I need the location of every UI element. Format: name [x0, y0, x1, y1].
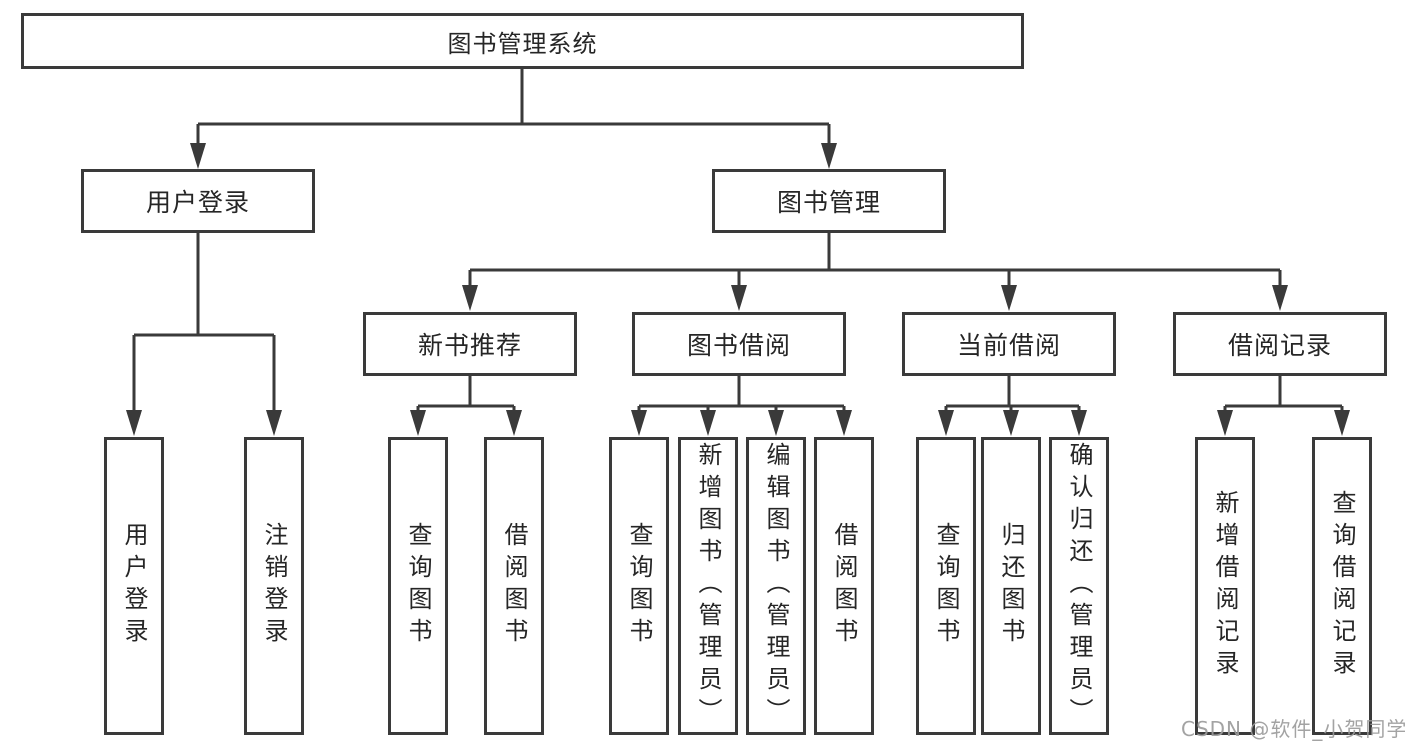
- leaf-label: 新增借阅记录: [1211, 490, 1239, 682]
- connector-root-to-level1: [190, 68, 837, 169]
- node-book-management: 图书管理: [712, 169, 946, 233]
- node-user-login: 用户登录: [81, 169, 315, 233]
- leaf-borrow-books: 借阅图书: [484, 437, 544, 735]
- leaf-label: 归还图书: [997, 522, 1025, 650]
- arrow-down-icon: [700, 410, 716, 436]
- leaf-borrow-books: 借阅图书: [814, 437, 874, 735]
- arrow-down-icon: [731, 285, 747, 311]
- leaf-query-borrow-record: 查询借阅记录: [1312, 437, 1372, 735]
- node-new-book-recommend: 新书推荐: [363, 312, 577, 376]
- arrow-down-icon: [821, 143, 837, 169]
- arrow-down-icon: [462, 285, 478, 311]
- node-label: 借阅记录: [1227, 331, 1332, 360]
- arrow-down-icon: [1071, 410, 1087, 436]
- leaf-add-books-admin: 新增图书（管理员）: [678, 437, 738, 735]
- arrow-down-icon: [938, 410, 954, 436]
- leaf-label: 确认归还（管理员）: [1065, 442, 1093, 730]
- arrow-down-icon: [836, 410, 852, 436]
- leaf-label: 注销登录: [260, 522, 288, 650]
- connector-book-management-to-level2: [462, 231, 1288, 311]
- arrow-down-icon: [410, 410, 426, 436]
- node-label: 图书管理系统: [447, 29, 598, 58]
- node-book-borrow: 图书借阅: [632, 312, 846, 376]
- arrow-down-icon: [1217, 410, 1233, 436]
- leaf-add-borrow-record: 新增借阅记录: [1195, 437, 1255, 735]
- leaf-label: 查询图书: [932, 522, 960, 650]
- arrow-down-icon: [1001, 285, 1017, 311]
- leaf-label: 用户登录: [120, 522, 148, 650]
- arrow-down-icon: [1272, 285, 1288, 311]
- leaf-label: 借阅图书: [830, 522, 858, 650]
- node-label: 当前借阅: [956, 331, 1061, 360]
- leaf-query-books: 查询图书: [916, 437, 976, 735]
- node-borrow-records: 借阅记录: [1173, 312, 1387, 376]
- leaf-edit-books-admin: 编辑图书（管理员）: [746, 437, 806, 735]
- arrow-down-icon: [266, 410, 282, 436]
- arrow-down-icon: [126, 410, 142, 436]
- node-label: 图书管理: [776, 188, 881, 217]
- leaf-label: 查询图书: [404, 522, 432, 650]
- arrow-down-icon: [506, 410, 522, 436]
- leaf-query-books: 查询图书: [609, 437, 669, 735]
- connector-borrow-records-children: [1217, 374, 1350, 436]
- leaf-logout: 注销登录: [244, 437, 304, 735]
- arrow-down-icon: [190, 143, 206, 169]
- arrow-down-icon: [1334, 410, 1350, 436]
- leaf-label: 借阅图书: [500, 522, 528, 650]
- leaf-label: 查询图书: [625, 522, 653, 650]
- leaf-label: 新增图书（管理员）: [694, 442, 722, 730]
- leaf-label: 查询借阅记录: [1328, 490, 1356, 682]
- csdn-watermark: CSDN @软件_小贺同学: [1181, 717, 1405, 741]
- node-library-management-system: 图书管理系统: [21, 13, 1024, 69]
- arrow-down-icon: [1003, 410, 1019, 436]
- leaf-return-books: 归还图书: [981, 437, 1041, 735]
- leaf-confirm-return-admin: 确认归还（管理员）: [1049, 437, 1109, 735]
- arrow-down-icon: [631, 410, 647, 436]
- connector-book-borrow-children: [631, 374, 852, 436]
- connector-new-book-children: [410, 374, 522, 436]
- connector-user-login-children: [126, 231, 282, 436]
- leaf-label: 编辑图书（管理员）: [762, 442, 790, 730]
- node-current-borrow: 当前借阅: [902, 312, 1116, 376]
- node-label: 用户登录: [145, 188, 250, 217]
- arrow-down-icon: [768, 410, 784, 436]
- connector-current-borrow-children: [938, 374, 1087, 436]
- leaf-query-books: 查询图书: [388, 437, 448, 735]
- leaf-user-login: 用户登录: [104, 437, 164, 735]
- node-label: 新书推荐: [417, 331, 522, 360]
- node-label: 图书借阅: [686, 331, 791, 360]
